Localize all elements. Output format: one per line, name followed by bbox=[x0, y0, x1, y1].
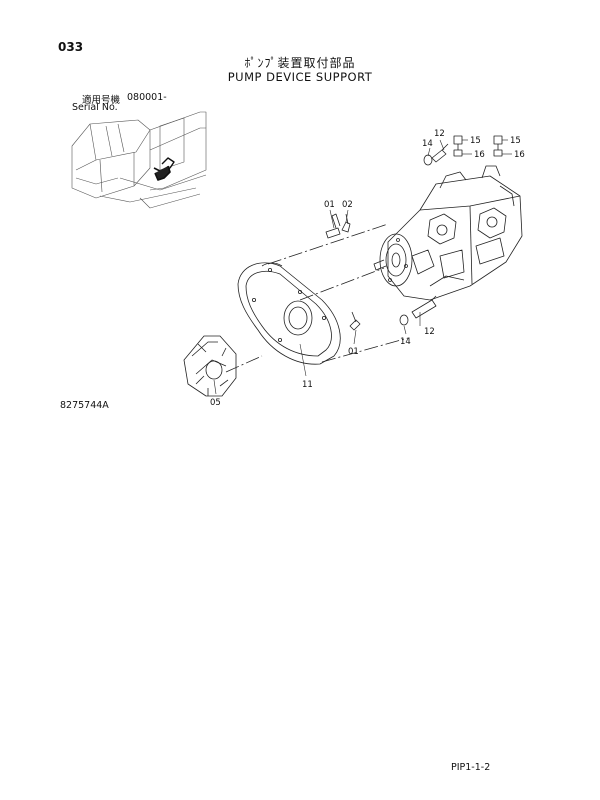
part-label-14-lower: 14 bbox=[400, 337, 411, 347]
drawing-number: 8275744A bbox=[60, 400, 109, 411]
part-label-14-upper: 14 bbox=[422, 139, 433, 149]
leader-lines bbox=[213, 139, 512, 395]
part-label-01-upper: 01 bbox=[324, 200, 335, 210]
bolt-01-lower bbox=[349, 311, 361, 331]
part-label-05: 05 bbox=[210, 398, 221, 408]
coupling-05 bbox=[183, 335, 237, 397]
part-label-16-a: 16 bbox=[474, 150, 485, 160]
part-label-12-upper: 12 bbox=[434, 129, 445, 139]
serial-label-japanese: 適用号機 bbox=[82, 95, 121, 106]
bolt-01-02-upper bbox=[325, 213, 351, 239]
page-code: PIP1-1-2 bbox=[451, 762, 491, 773]
part-label-16-b: 16 bbox=[514, 150, 525, 160]
excavator-location-thumbnail bbox=[71, 111, 207, 209]
plug-15-seal-16 bbox=[453, 135, 503, 157]
serial-label-english: Serial No. bbox=[72, 102, 118, 113]
part-label-15-a: 15 bbox=[470, 136, 481, 146]
part-label-11: 11 bbox=[302, 380, 313, 390]
hydraulic-pump-assembly bbox=[373, 165, 523, 301]
part-label-12-lower: 12 bbox=[424, 327, 435, 337]
part-label-02: 02 bbox=[342, 200, 353, 210]
washer-14-bolt-12-lower bbox=[399, 295, 437, 326]
serial-value: 080001- bbox=[127, 92, 167, 103]
part-label-01-lower: 01 bbox=[348, 347, 359, 357]
title-english: PUMP DEVICE SUPPORT bbox=[227, 70, 373, 84]
part-label-15-b: 15 bbox=[510, 136, 521, 146]
page-number: 033 bbox=[58, 40, 84, 54]
title-japanese: ﾎﾟﾝﾌﾟ装置取付部品 bbox=[244, 56, 356, 70]
flywheel-housing-11 bbox=[225, 223, 409, 373]
